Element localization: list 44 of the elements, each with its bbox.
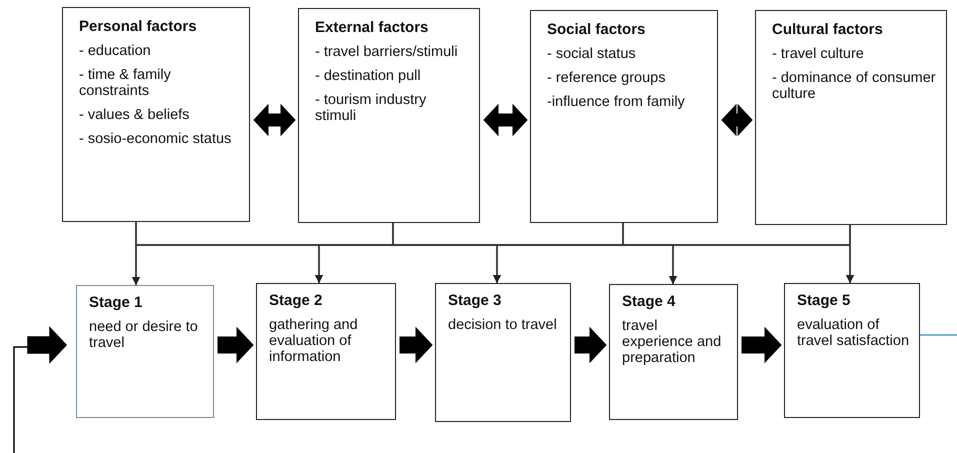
stage-description: decision to travel bbox=[448, 317, 558, 333]
factor-item: -influence from family bbox=[547, 94, 686, 110]
factor-item: - social status bbox=[547, 46, 637, 62]
factor-item: - time & family constraints bbox=[79, 67, 172, 99]
factor-item: - values & beliefs bbox=[79, 107, 190, 123]
factor-item: - tourism industry stimuli bbox=[315, 92, 428, 124]
factor-item: - reference groups bbox=[547, 70, 666, 86]
factor-heading: Social factors bbox=[547, 21, 646, 38]
double-block-arrow bbox=[483, 104, 528, 136]
stage-description: need or desire to travel bbox=[89, 319, 199, 351]
stage-description: gathering and evaluation of information bbox=[269, 317, 359, 365]
factor-item: - sosio-economic status bbox=[79, 131, 232, 147]
factor-item: - education bbox=[79, 43, 152, 59]
connector-arrow bbox=[846, 225, 854, 283]
stage-box bbox=[784, 283, 920, 418]
stage-heading: Stage 1 bbox=[89, 294, 144, 311]
factor-item: - destination pull bbox=[315, 68, 422, 84]
factor-box bbox=[530, 10, 718, 223]
stage-box bbox=[76, 285, 214, 418]
factor-heading: External factors bbox=[315, 19, 430, 36]
factor-item: - travel barriers/stimuli bbox=[315, 44, 459, 60]
factor-box bbox=[298, 8, 480, 223]
block-arrow bbox=[400, 326, 433, 364]
stage-heading: Stage 2 bbox=[269, 292, 324, 309]
stage-description: evaluation of travel satisfaction bbox=[797, 317, 910, 349]
factor-box bbox=[755, 10, 947, 225]
factor-heading: Cultural factors bbox=[772, 21, 884, 38]
stage-box bbox=[609, 284, 738, 420]
block-arrow bbox=[742, 326, 782, 364]
stage-heading: Stage 3 bbox=[448, 292, 502, 309]
factor-item: - travel culture bbox=[772, 46, 865, 62]
stage-heading: Stage 5 bbox=[797, 292, 852, 309]
stage-description: travel experience and preparation bbox=[622, 318, 722, 366]
block-arrow bbox=[13, 326, 68, 453]
double-block-arrow bbox=[253, 104, 296, 136]
factor-heading: Personal factors bbox=[79, 18, 198, 35]
factor-item: - dominance of consumer culture bbox=[772, 70, 937, 102]
block-arrow bbox=[218, 326, 254, 364]
block-arrow bbox=[574, 326, 607, 364]
stage-box bbox=[435, 283, 571, 422]
factor-box bbox=[62, 7, 250, 222]
stage-heading: Stage 4 bbox=[622, 293, 676, 310]
double-block-arrow bbox=[721, 104, 753, 136]
stage-box bbox=[256, 283, 396, 420]
